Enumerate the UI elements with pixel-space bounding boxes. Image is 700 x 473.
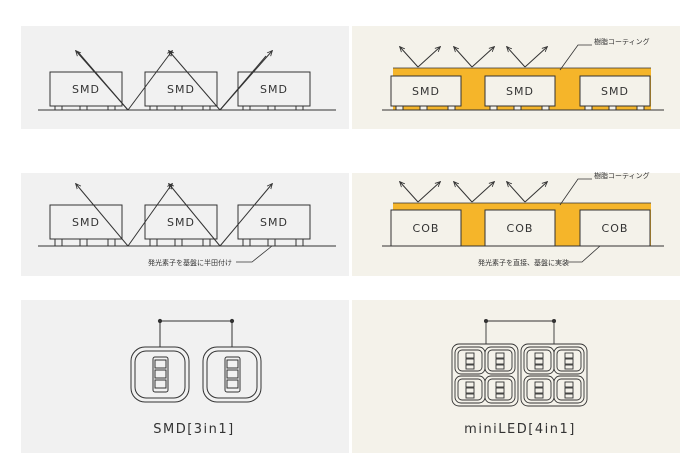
smd-resin-diagram [382, 44, 664, 111]
smd-reflection-diagram-2 [38, 184, 336, 263]
smd-chip [579, 75, 651, 107]
chip-label: COB [413, 222, 440, 235]
direct-mount-note: 発光素子を直接、基盤に実装 [478, 258, 569, 267]
chip-label: SMD [260, 216, 288, 229]
resin-leader-line [559, 44, 592, 71]
note-leader-line [236, 245, 273, 263]
chip-label: SMD [167, 216, 195, 229]
solder-pads [54, 105, 304, 111]
cob-chip [579, 209, 651, 247]
smd-chip [237, 71, 311, 107]
chip-label: SMD [167, 83, 195, 96]
wiring-line [485, 320, 555, 352]
miniled-4in1-package-diagram [451, 318, 588, 407]
chip-label: SMD [72, 83, 100, 96]
light-paths [400, 182, 547, 203]
smd-chip [49, 204, 123, 240]
resin-label: 樹脂コーティング [594, 37, 650, 46]
chip-label: COB [507, 222, 534, 235]
chip-label: SMD [260, 83, 288, 96]
note-leader-line [566, 245, 601, 263]
smd-chip [484, 75, 556, 107]
smd-chip [144, 204, 218, 240]
cob-resin-diagram [382, 178, 664, 263]
light-paths [76, 184, 272, 247]
light-paths [76, 51, 272, 111]
cob-chip [390, 209, 462, 247]
chip-label: SMD [506, 85, 534, 98]
solder-pads [395, 105, 645, 111]
chip-label: COB [602, 222, 629, 235]
wiring-line [159, 320, 233, 368]
solder-pads [54, 238, 304, 247]
chip-label: SMD [412, 85, 440, 98]
smd-3in1-package-diagram [130, 318, 262, 403]
chip-label: SMD [601, 85, 629, 98]
smd-chip [144, 71, 218, 107]
miniled-4in1-caption: miniLED[4in1] [464, 422, 576, 437]
chip-label: SMD [72, 216, 100, 229]
smd-reflection-diagram-1 [38, 51, 336, 111]
light-paths [400, 47, 547, 68]
resin-label: 樹脂コーティング [594, 171, 650, 180]
smd-3in1-caption: SMD[3in1] [153, 422, 235, 437]
solder-note: 発光素子を基盤に半田付け [148, 258, 232, 267]
resin-leader-line [559, 178, 592, 206]
